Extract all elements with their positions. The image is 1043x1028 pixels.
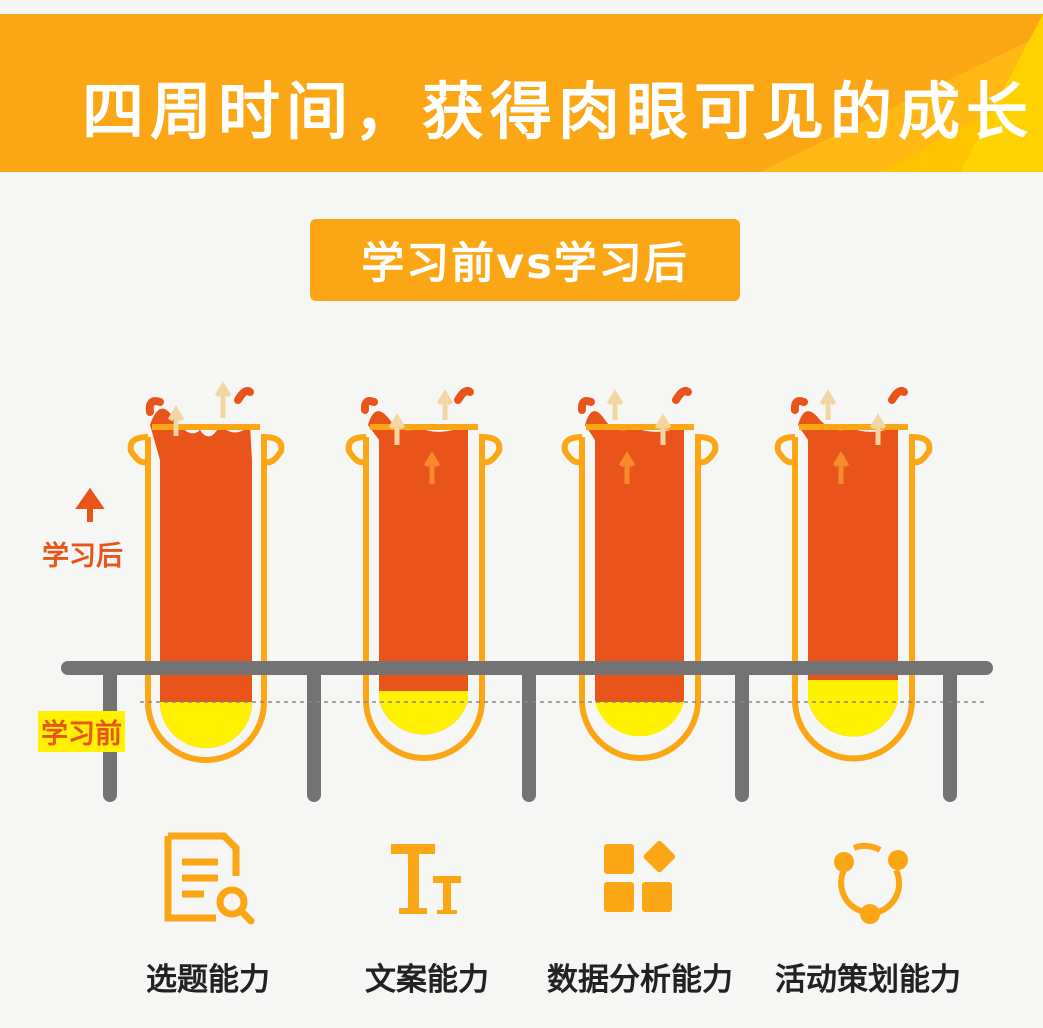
skill-topic-selection: 选题能力	[108, 830, 308, 999]
up-arrow-icon	[75, 487, 105, 522]
skill-event-planning: 活动策划能力	[768, 830, 968, 999]
label-after-learning: 学习后	[42, 541, 123, 572]
skill-label: 选题能力	[146, 962, 270, 998]
test-tube-1	[127, 381, 285, 763]
test-tube-4	[774, 387, 933, 762]
text-size-icon	[391, 844, 461, 914]
document-search-icon	[164, 832, 255, 925]
share-cycle-icon	[834, 843, 908, 924]
label-before-learning: 学习前	[38, 711, 125, 752]
tube-rack	[61, 661, 993, 802]
skill-label: 活动策划能力	[775, 962, 961, 998]
test-tube-2	[345, 387, 503, 761]
skill-label: 文案能力	[365, 962, 489, 998]
test-tube-3	[561, 387, 719, 761]
skill-copywriting: 文案能力	[327, 830, 527, 999]
comparison-badge: 学习前vs学习后	[310, 219, 740, 301]
page-title: 四周时间，获得肉眼可见的成长	[82, 75, 1035, 148]
header-banner: 四周时间，获得肉眼可见的成长	[0, 14, 1043, 172]
skill-data-analysis: 数据分析能力	[540, 830, 740, 999]
header-background	[0, 14, 1043, 172]
skill-label: 数据分析能力	[547, 962, 733, 998]
app-grid-icon	[604, 840, 676, 912]
